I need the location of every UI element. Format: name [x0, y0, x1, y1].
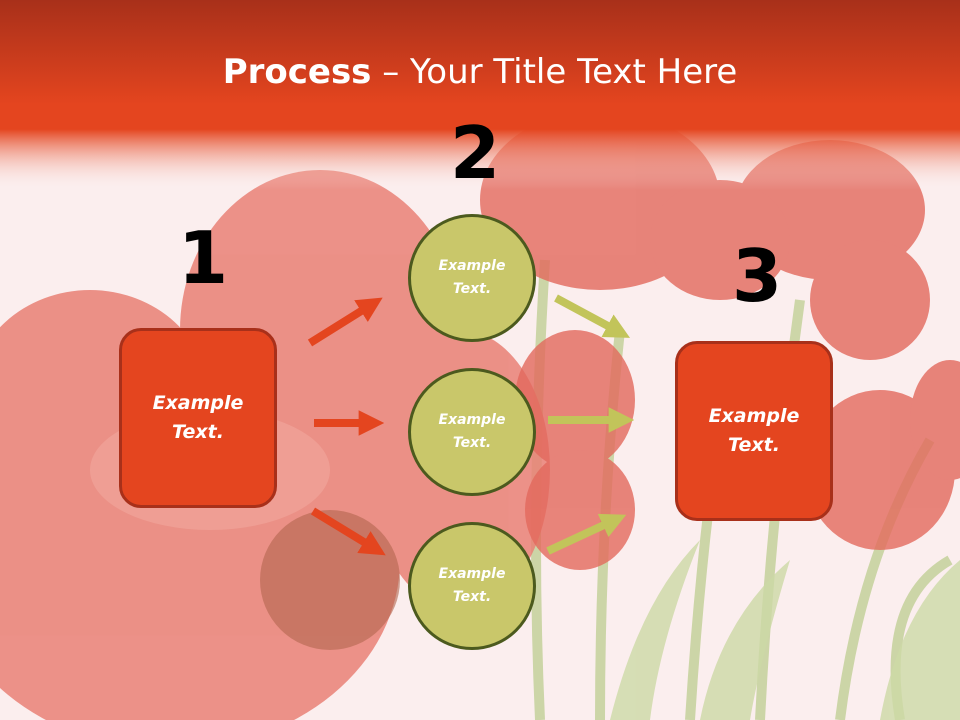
- step-2-node-1-label: Example Text.: [438, 258, 506, 297]
- arrow-2c-to-3: [546, 513, 627, 555]
- step-2-node-3: Example Text.: [408, 522, 536, 650]
- step-number-2: 2: [450, 111, 501, 195]
- step-3-label: Example Text.: [708, 405, 800, 456]
- title-rest: – Your Title Text Here: [371, 52, 738, 92]
- arrow-1-to-2c: [310, 507, 386, 556]
- title-bar: Process – Your Title Text Here: [0, 0, 960, 190]
- step-2-node-2-label: Example Text.: [438, 412, 506, 451]
- step-1-label: Example Text.: [152, 392, 244, 443]
- step-2-node-2: Example Text.: [408, 368, 536, 496]
- step-1-box: Example Text.: [119, 328, 277, 508]
- arrow-1-to-2a: [307, 297, 383, 347]
- step-3-box: Example Text.: [675, 341, 833, 521]
- step-number-3: 3: [732, 234, 783, 318]
- title-bold: Process: [222, 52, 372, 92]
- step-number-1: 1: [178, 216, 229, 300]
- slide-title: Process – Your Title Text Here: [0, 52, 960, 92]
- step-2-node-3-label: Example Text.: [438, 566, 506, 605]
- arrow-2a-to-3: [554, 294, 631, 338]
- step-2-node-1: Example Text.: [408, 214, 536, 342]
